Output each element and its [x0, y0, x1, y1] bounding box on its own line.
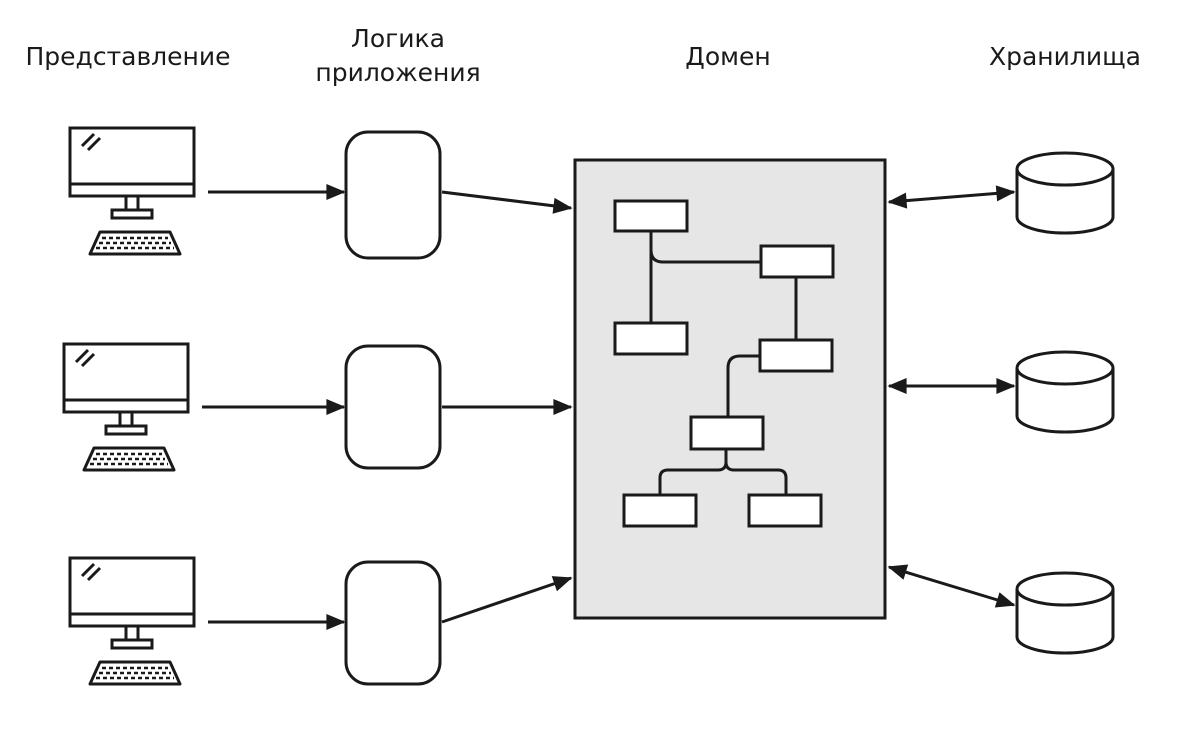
database-icon [1015, 350, 1115, 434]
arrows-domain-storage [887, 185, 1016, 608]
monitor-icon [68, 126, 196, 256]
domain-entity [622, 493, 698, 528]
domain-entity [689, 415, 765, 451]
app-logic-box [344, 560, 442, 686]
database-icon [1015, 151, 1115, 235]
domain-box [573, 158, 887, 620]
arrows-presentation-to-logic [202, 184, 346, 630]
domain-entity [613, 321, 689, 356]
column-label-storage: Хранилища [988, 42, 1142, 71]
column-label-domain: Домен [685, 42, 771, 71]
domain-entity [747, 493, 823, 528]
column-label-presentation: Представление [25, 42, 231, 71]
app-logic-box [344, 344, 442, 470]
monitor-icon [68, 556, 196, 686]
monitor-icon [62, 342, 190, 472]
domain-connectors [649, 232, 798, 494]
app-logic-box [344, 130, 442, 260]
arrows-logic-to-domain [441, 190, 573, 624]
domain-entity [759, 244, 835, 279]
domain-entity [613, 199, 689, 233]
database-icon [1015, 571, 1115, 655]
column-label-app-logic: Логика приложения [315, 24, 481, 87]
domain-entity [758, 338, 834, 373]
